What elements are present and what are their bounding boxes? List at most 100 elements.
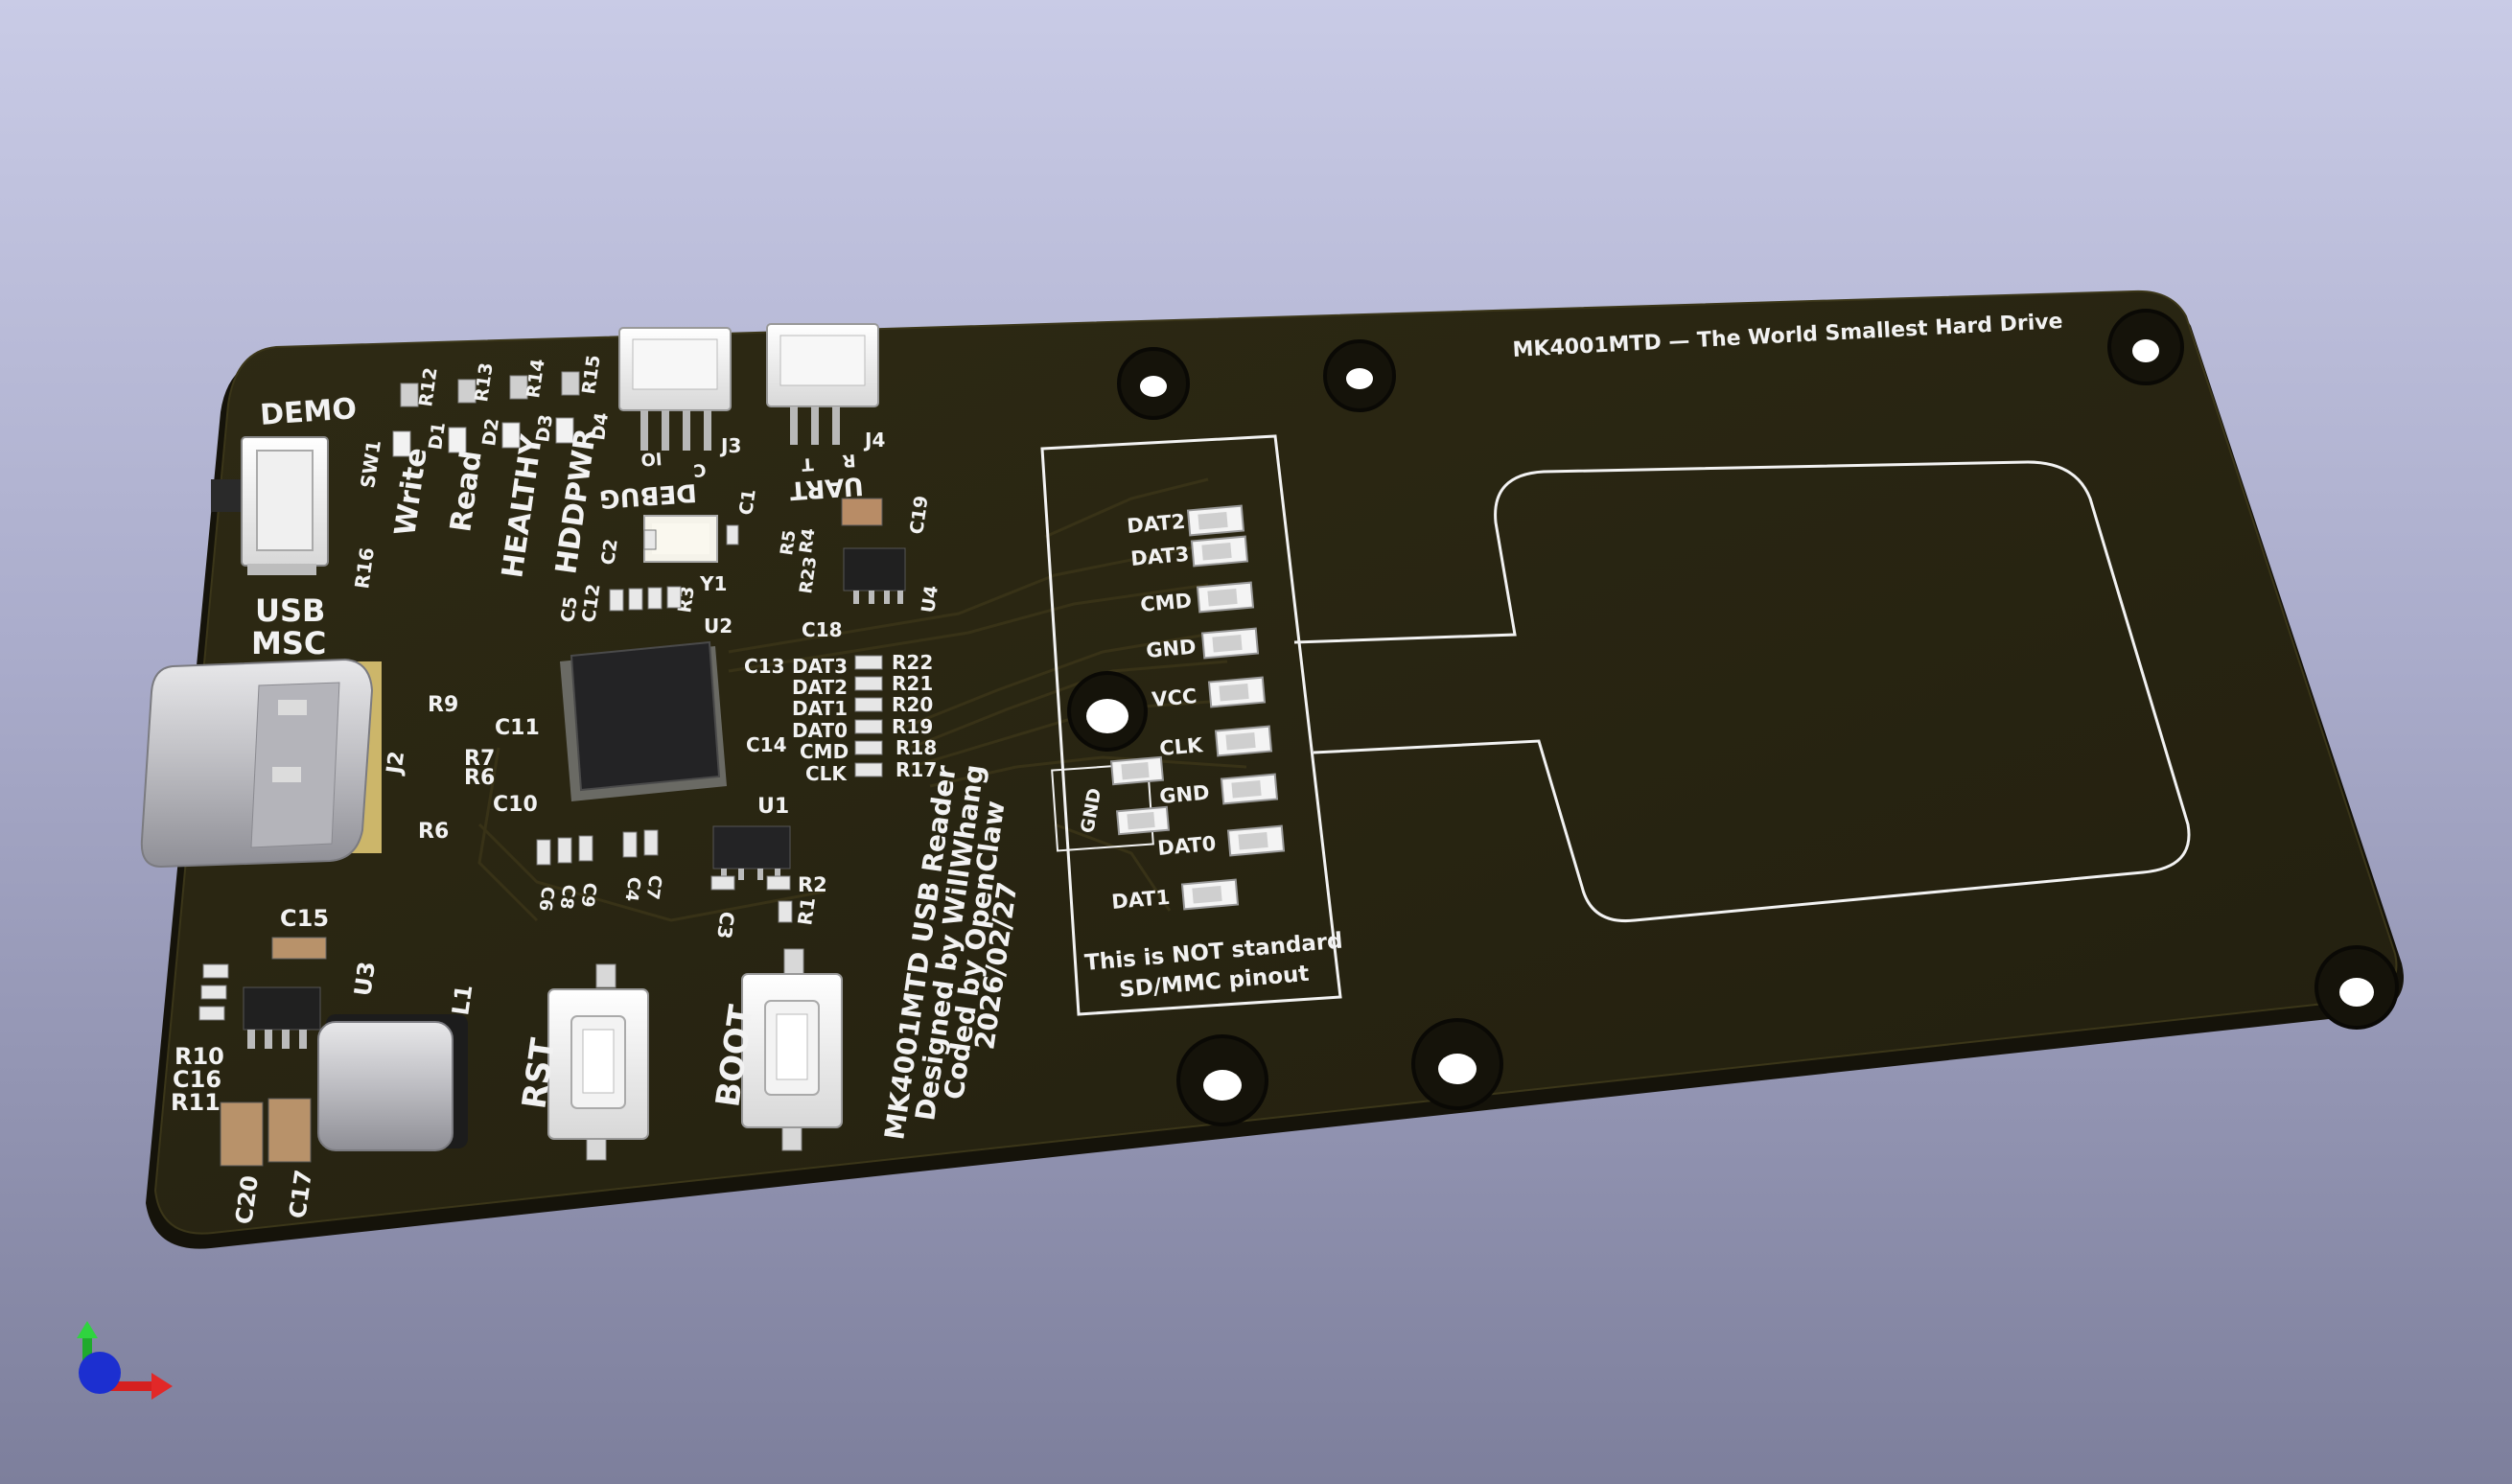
refdes-label: J2 xyxy=(383,750,409,777)
refdes-label: R19 xyxy=(892,715,933,738)
decoupling-caps xyxy=(536,829,659,866)
sd-signal-label: DAT2 xyxy=(792,676,848,699)
usb-c-connector-j2[interactable] xyxy=(140,658,382,869)
sd-resistor-labels: R22 R21 R20 R19 R18 R17 xyxy=(892,651,937,781)
refdes-label: R18 xyxy=(895,736,937,759)
refdes-label: C13 xyxy=(744,655,785,678)
pin-label: GND xyxy=(1158,781,1210,808)
refdes-label: C2 xyxy=(597,538,622,567)
refdes-label: C14 xyxy=(746,733,787,756)
sd-signal-label: DAT1 xyxy=(792,697,848,720)
j4-pin-label: T xyxy=(801,453,814,475)
boot-button[interactable] xyxy=(741,948,843,1151)
mounting-hole xyxy=(2314,945,2399,1030)
refdes-label: U4 xyxy=(918,584,942,614)
mounting-hole xyxy=(1067,671,1148,752)
refdes-label: R20 xyxy=(892,693,933,716)
refdes-label: D1 xyxy=(425,421,450,452)
refdes-label: C5 xyxy=(557,595,582,624)
copper-traces xyxy=(477,477,1247,922)
mounting-holes xyxy=(1067,309,2399,1126)
refdes-label: C8 xyxy=(555,883,578,910)
refdes-label: R22 xyxy=(892,651,933,674)
pin-labels: DAT2 DAT3 CMD GND VCC CLK GND DAT0 DAT1 … xyxy=(1077,510,1217,914)
ic-u4 xyxy=(841,498,906,604)
refdes-label: U3 xyxy=(349,960,381,998)
mounting-hole xyxy=(1176,1034,1268,1126)
debug-label: DEBUG xyxy=(598,477,697,513)
pin-pads xyxy=(1109,504,1286,911)
sd-signal-label: CLK xyxy=(805,762,848,785)
refdes-label: C6 xyxy=(534,885,557,912)
refdes-label: R16 xyxy=(350,546,379,591)
pin-label: DAT0 xyxy=(1156,832,1217,860)
pin-label: DAT2 xyxy=(1126,510,1186,538)
reset-button[interactable] xyxy=(547,963,649,1161)
sd-signal-labels: DAT3 DAT2 DAT1 DAT0 CMD CLK xyxy=(792,655,849,785)
refdes-label: R11 xyxy=(171,1089,221,1116)
j3-pin-label: C xyxy=(692,459,707,480)
xyz-axis-icon[interactable] xyxy=(77,1321,173,1400)
sd-signal-label: CMD xyxy=(800,740,849,763)
refdes-label: D3 xyxy=(532,413,557,444)
usb-msc-label: MSC xyxy=(251,625,326,661)
refdes-label: U1 xyxy=(757,795,789,819)
j4-pin-label: R xyxy=(842,450,856,471)
demo-label: DEMO xyxy=(259,392,358,432)
sd-signal-label: DAT3 xyxy=(792,655,848,678)
j3-pin-label: IO xyxy=(640,448,663,469)
refdes-label: J4 xyxy=(863,429,885,452)
refdes-label: C7 xyxy=(641,873,664,900)
refdes-label: U2 xyxy=(704,614,733,638)
crystal-y1 xyxy=(643,515,718,563)
refdes-label: D2 xyxy=(478,417,503,448)
refdes-label: C11 xyxy=(495,716,540,740)
refdes-label: R17 xyxy=(895,758,937,781)
refdes-label: R21 xyxy=(892,672,933,695)
flash-u1 xyxy=(710,825,793,923)
refdes-label: R5 xyxy=(777,529,800,557)
refdes-label: D4 xyxy=(588,411,613,442)
status-leds xyxy=(392,371,580,457)
refdes-label: C16 xyxy=(173,1066,221,1093)
sd-signal-label: DAT0 xyxy=(792,719,848,742)
refdes-label: L1 xyxy=(447,983,477,1017)
small-passives xyxy=(609,524,739,612)
refdes-label: C9 xyxy=(576,881,599,908)
refdes-label: R4 xyxy=(796,527,819,555)
debug-connector-j3[interactable] xyxy=(618,327,732,451)
pin-label: CMD xyxy=(1139,589,1193,616)
usb-msc-label: USB xyxy=(255,592,325,629)
refdes-label: R2 xyxy=(798,873,827,896)
pin-label: CLK xyxy=(1158,733,1204,760)
mcu-u2 xyxy=(560,640,727,801)
refdes-label: C15 xyxy=(280,905,329,932)
credits-block: MK4001MTD USB Reader Designed by WillWha… xyxy=(878,762,1023,1142)
refdes-label: R1 xyxy=(793,895,820,926)
refdes-label: Y1 xyxy=(699,572,727,595)
pin-label: DAT3 xyxy=(1129,543,1190,570)
pin-label: DAT1 xyxy=(1110,886,1171,914)
mounting-hole xyxy=(1411,1018,1503,1110)
pin-label: VCC xyxy=(1151,684,1198,711)
mounting-hole xyxy=(1323,339,1396,412)
refdes-label: R6 xyxy=(464,766,495,790)
refdes-label: C3 xyxy=(712,910,739,940)
uart-connector-j4[interactable] xyxy=(766,323,879,445)
mounting-hole xyxy=(1117,347,1190,420)
demo-switch[interactable] xyxy=(211,436,329,575)
drive-footprint xyxy=(1293,460,2191,923)
refdes-label: R10 xyxy=(174,1043,224,1070)
pin-header-box xyxy=(1040,434,1342,1016)
refdes-label: J3 xyxy=(719,434,741,457)
mounting-hole xyxy=(2107,309,2184,385)
power-section xyxy=(198,937,327,1167)
refdes-label: C1 xyxy=(735,488,760,517)
refdes-label: C10 xyxy=(493,793,538,817)
refdes-label: R7 xyxy=(464,747,495,771)
pin-label: GND xyxy=(1145,636,1197,662)
sd-resistor-parts xyxy=(854,655,883,777)
refdes-label: R9 xyxy=(428,693,458,717)
